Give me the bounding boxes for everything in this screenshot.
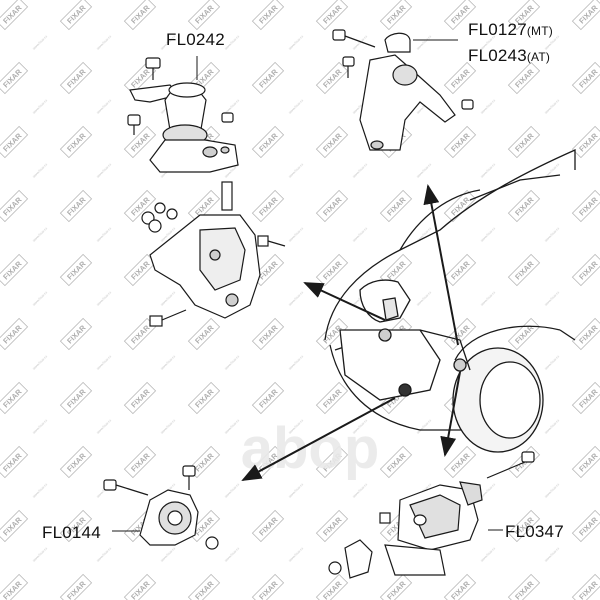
part-fl0347 — [328, 451, 535, 579]
label-fl0127: FL0127(MT) — [468, 20, 553, 40]
part-fl0242 — [127, 56, 239, 173]
pointer-arrows — [241, 184, 461, 481]
part-engine-bracket — [141, 181, 286, 327]
label-fl0127-suffix: (MT) — [526, 24, 553, 38]
svg-text:abop: abop — [241, 416, 380, 481]
label-fl0127-code: FL0127 — [468, 20, 527, 39]
part-fl0127-fl0243 — [332, 29, 474, 151]
label-fl0243-code: FL0243 — [468, 46, 527, 65]
part-fl0144 — [103, 465, 219, 550]
label-fl0243: FL0243(AT) — [468, 46, 550, 66]
label-fl0243-suffix: (AT) — [526, 50, 551, 64]
car-outline — [324, 148, 576, 453]
label-fl0144: FL0144 — [42, 523, 101, 542]
brand-logo: abop — [241, 416, 380, 481]
label-fl0347: FL0347 — [505, 522, 564, 541]
label-fl0242: FL0242 — [166, 30, 225, 49]
